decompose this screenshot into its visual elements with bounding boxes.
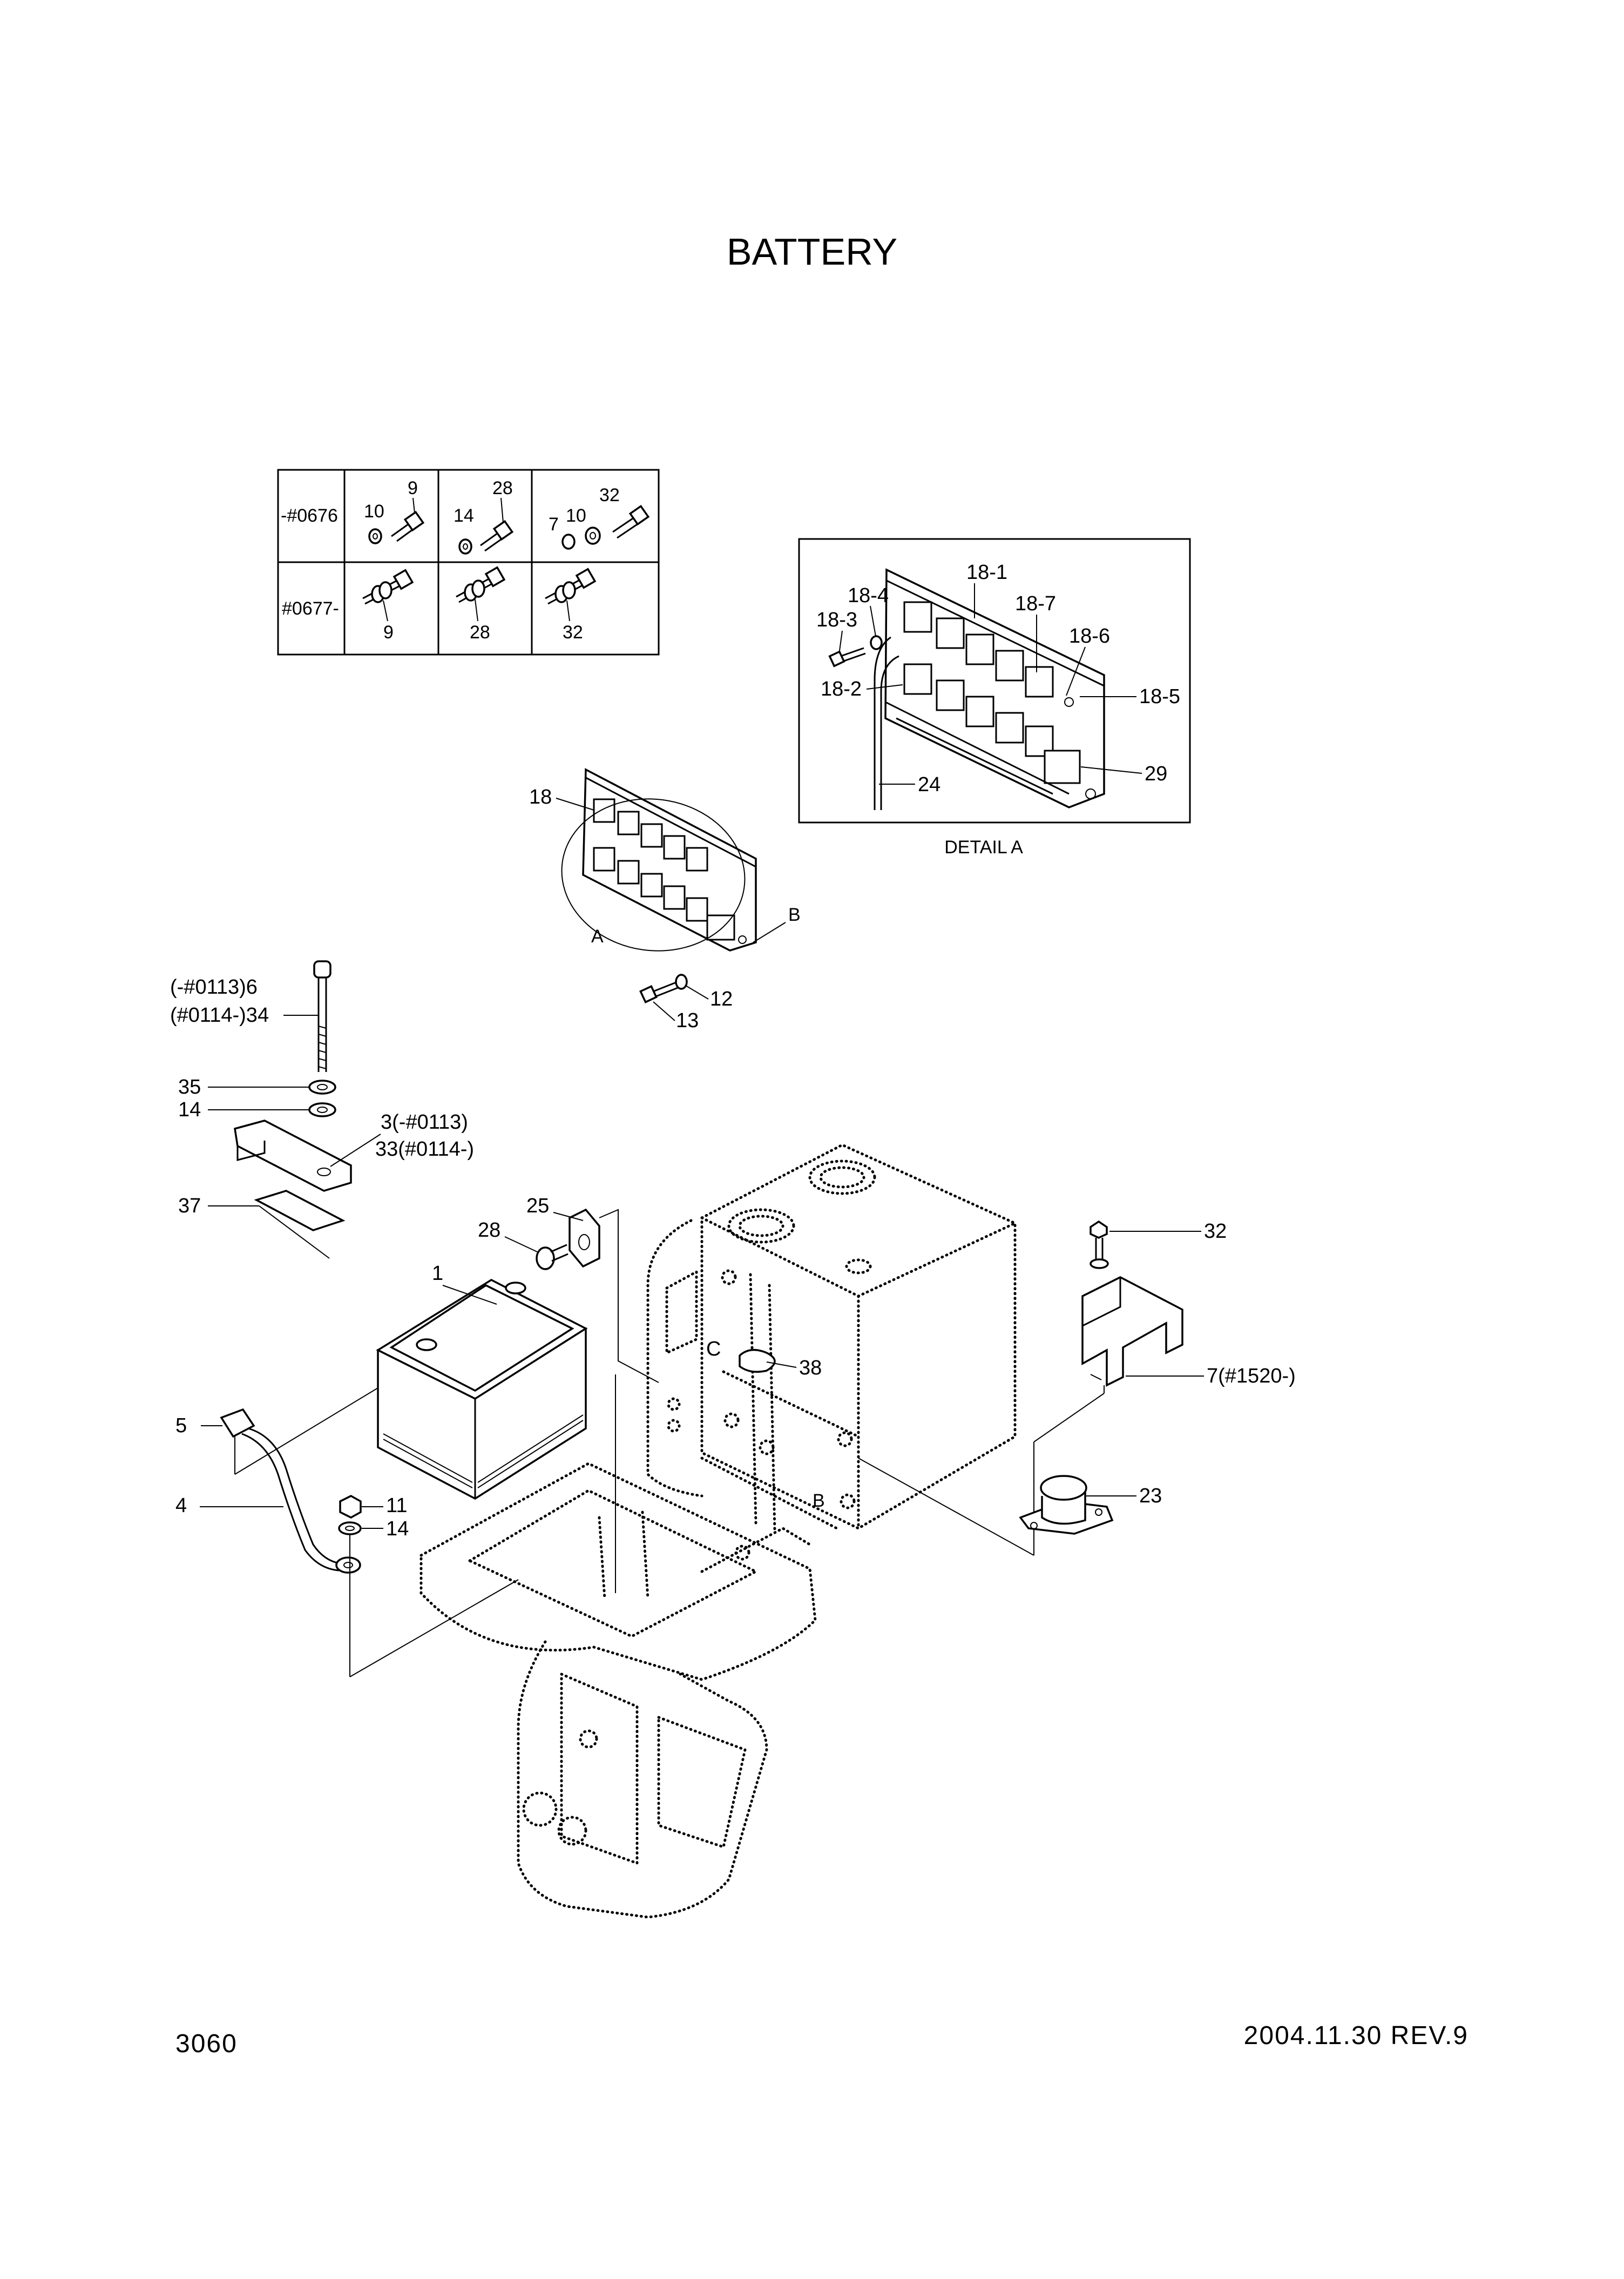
- relay-panel-18: [561, 768, 757, 952]
- serial-variant-table: -#0676 #0677- 10 9 14 28: [277, 469, 660, 656]
- label-32: 32: [599, 485, 620, 505]
- bolt-icon: [458, 520, 514, 555]
- label-18-1: 18-1: [966, 561, 1007, 584]
- bolt-icon: [456, 566, 506, 603]
- battery-relay-23: [1019, 1475, 1114, 1535]
- label-35: 35: [178, 1076, 201, 1098]
- label-13: 13: [676, 1009, 699, 1032]
- label-34: (#0114-)34: [170, 1004, 269, 1027]
- label-32: 32: [1204, 1220, 1227, 1243]
- label-18-2: 18-2: [821, 678, 862, 700]
- label-7: 7: [549, 514, 559, 535]
- label-28: 28: [470, 622, 490, 643]
- bracket-25: [569, 1208, 600, 1268]
- label-33: 33(#0114-): [375, 1138, 474, 1161]
- serial-row2-label: #0677-: [282, 598, 339, 619]
- label-18-5: 18-5: [1139, 685, 1180, 708]
- page-title: BATTERY: [727, 231, 897, 273]
- label-23: 23: [1139, 1485, 1162, 1507]
- ref-b: B: [788, 905, 801, 925]
- label-12: 12: [710, 988, 733, 1010]
- label-28: 28: [478, 1219, 500, 1242]
- label-4: 4: [175, 1494, 187, 1517]
- label-29: 29: [1145, 763, 1167, 785]
- label-6: (-#0113)6: [170, 976, 258, 999]
- bolt-icon: [368, 510, 425, 544]
- bolt-icon: [828, 635, 883, 667]
- label-24: 24: [918, 773, 940, 796]
- label-11: 11: [386, 1494, 407, 1517]
- bolt-icon: [1090, 1220, 1109, 1269]
- date-revision: 2004.11.30 REV.9: [1244, 2021, 1469, 2050]
- label-18-6: 18-6: [1069, 625, 1110, 648]
- washer-14b: [338, 1521, 362, 1535]
- label-37: 37: [178, 1195, 201, 1217]
- label-9: 9: [383, 622, 394, 643]
- label-38: 38: [799, 1357, 822, 1379]
- battery-clamp-bracket: [234, 1120, 352, 1192]
- ref-a: A: [591, 926, 604, 947]
- ref-c: C: [706, 1338, 721, 1360]
- label-32: 32: [563, 622, 583, 643]
- battery-cable: [220, 1408, 361, 1574]
- page-number: 3060: [175, 2029, 238, 2058]
- label-14: 14: [454, 505, 474, 526]
- hold-down-rod: [313, 960, 331, 1072]
- label-5: 5: [175, 1414, 187, 1437]
- battery-pad-37: [254, 1190, 346, 1231]
- clamp-38: [739, 1348, 776, 1373]
- bolt-icon: [545, 568, 597, 605]
- bolt-icon: [536, 1244, 569, 1270]
- label-14b: 14: [386, 1518, 409, 1540]
- label-3: 3(-#0113): [381, 1111, 468, 1134]
- label-18-7: 18-7: [1015, 592, 1056, 615]
- tank-assembly-dotted: [646, 1143, 1017, 1533]
- relay-row-lower: [903, 663, 1081, 784]
- label-18-4: 18-4: [848, 584, 889, 607]
- washer-14: [308, 1102, 336, 1117]
- label-18-3: 18-3: [816, 609, 857, 631]
- detail-a-box: DETAIL A: [798, 538, 1191, 858]
- label-9: 9: [408, 478, 418, 498]
- label-10: 10: [566, 505, 586, 526]
- relay-row-upper: [903, 601, 1054, 698]
- label-10: 10: [364, 501, 384, 522]
- bolt-icon: [639, 974, 688, 1003]
- bolt-icon: [362, 569, 414, 605]
- washer-35: [308, 1080, 336, 1095]
- nut-11: [339, 1495, 362, 1519]
- mounting-bracket-7: [1081, 1276, 1183, 1387]
- label-1: 1: [432, 1262, 443, 1285]
- serial-row1-label: -#0676: [281, 505, 338, 526]
- label-18: 18: [529, 786, 552, 808]
- lower-frame-dotted: [419, 1462, 817, 1919]
- detail-a-caption: DETAIL A: [944, 837, 1023, 858]
- bolt-icon: [561, 504, 650, 550]
- label-28: 28: [492, 478, 513, 498]
- battery: [376, 1278, 588, 1500]
- label-25: 25: [526, 1195, 549, 1217]
- ref-b2: B: [813, 1491, 825, 1511]
- label-7: 7(#1520-): [1207, 1365, 1296, 1387]
- label-14: 14: [178, 1098, 201, 1121]
